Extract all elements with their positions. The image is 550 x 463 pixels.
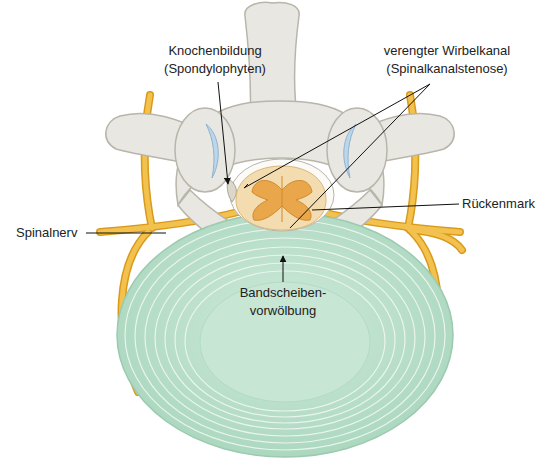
spinal-nerve-label: Spinalnerv [16,224,86,242]
spinal-canal [227,159,334,231]
vertebral-arch [106,2,454,240]
disc-bulge-label: Bandscheiben- vorwölbung [233,284,333,320]
stenosis-label: verengter Wirbelkanal (Spinalkanalstenos… [352,42,542,78]
spondylophyte [227,178,236,202]
leader-lines [86,82,459,282]
spinal-cord [236,166,326,230]
intervertebral-disc [117,213,453,457]
spinal-cord-label: Rückenmark [462,195,546,213]
spondylophyte-label: Knochenbildung (Spondylophyten) [150,42,280,78]
